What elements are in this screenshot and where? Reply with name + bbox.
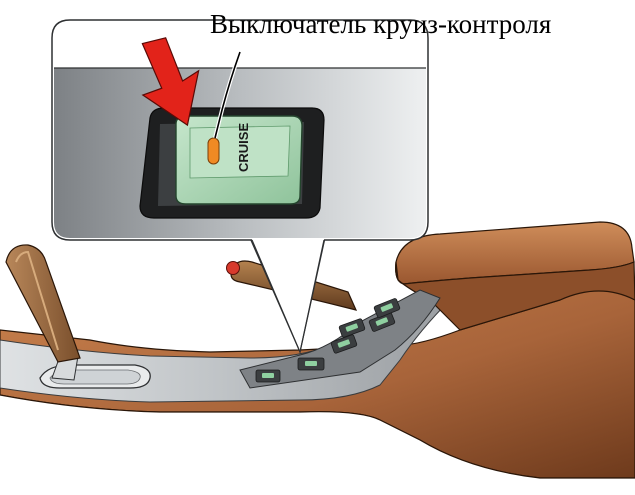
- down-arrow-icon: [141, 37, 200, 127]
- console-bottom-edge: [0, 394, 635, 479]
- indicator-led-icon: [207, 137, 220, 165]
- callout-label: Выключатель круиз-контроля: [210, 9, 552, 39]
- callout-pointer-edges: [251, 239, 325, 354]
- cruise-switch-label: CRUISE: [236, 123, 251, 172]
- leader-line: [214, 51, 241, 139]
- handbrake-button: [226, 261, 240, 275]
- gear-lever-highlight: [15, 250, 59, 351]
- console-switch-lights: [262, 303, 394, 378]
- console-side: [0, 395, 635, 495]
